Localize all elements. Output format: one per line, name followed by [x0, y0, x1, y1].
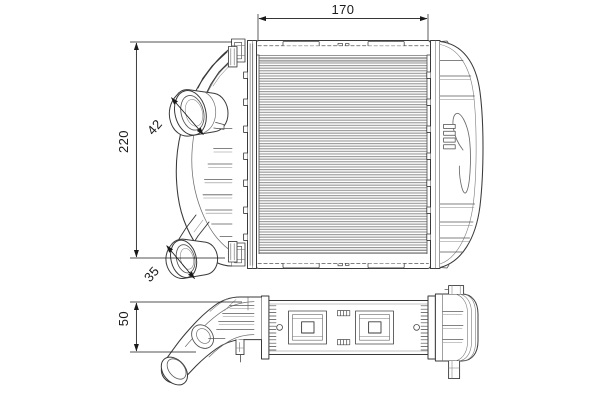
right-end-tank	[426, 40, 441, 269]
dimension-value-50: 50	[116, 311, 131, 326]
locator-hole-right	[413, 324, 420, 331]
dimension-value-170: 170	[332, 2, 355, 17]
upper-connector-flange	[227, 46, 238, 68]
dimension-depth-50: 50	[116, 301, 242, 353]
top-end-tank	[255, 40, 431, 56]
bottom-right-endcap	[434, 285, 479, 380]
lower-connector-flange	[227, 241, 238, 263]
vent-slots	[443, 124, 456, 150]
dimension-value-220: 220	[116, 130, 131, 153]
bottom-view	[160, 285, 479, 386]
bottom-left-flange	[261, 295, 277, 360]
bottom-left-plenum	[160, 296, 263, 386]
bottom-end-tank	[255, 253, 431, 269]
core-block	[258, 54, 428, 255]
inlet-pipe-upper	[168, 89, 229, 137]
right-outer-shroud	[439, 40, 484, 269]
left-end-tank	[231, 38, 257, 269]
dimension-width-170: 170	[257, 2, 429, 41]
front-view	[165, 38, 484, 279]
outlet-pipe-lower	[165, 238, 219, 279]
mount-pads	[288, 310, 394, 345]
locator-hole-left	[276, 324, 283, 331]
bottom-vent-slots	[337, 310, 351, 346]
